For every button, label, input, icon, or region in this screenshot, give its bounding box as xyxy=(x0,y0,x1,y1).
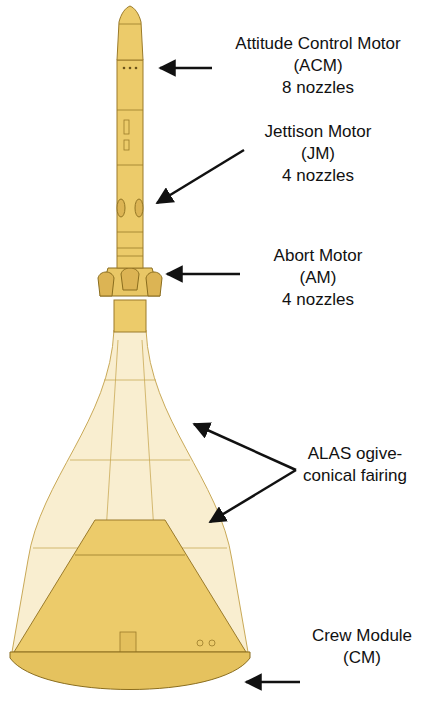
fairing xyxy=(12,330,248,652)
hatch xyxy=(120,632,136,652)
abort-nozzle xyxy=(98,272,114,296)
tower-body xyxy=(117,60,143,268)
part-abbrev: (AM) xyxy=(300,268,337,288)
leader-arrow xyxy=(160,67,212,70)
nozzle-count: 4 nozzles xyxy=(282,166,354,186)
part-abbrev: (ACM) xyxy=(293,56,342,76)
nozzle-count: 4 nozzles xyxy=(282,290,354,310)
nose-cone xyxy=(117,6,143,60)
window xyxy=(209,640,215,646)
acm-nozzle xyxy=(123,67,126,70)
nozzle-count: 8 nozzles xyxy=(282,78,354,98)
abort-nozzle xyxy=(121,268,139,290)
part-name: Jettison Motor xyxy=(265,122,372,142)
part-name: conical fairing xyxy=(303,466,407,486)
leader-arrow xyxy=(167,273,240,276)
acm-nozzle xyxy=(129,67,132,70)
crew-module-seam xyxy=(75,555,185,556)
leader-arrow xyxy=(246,681,300,684)
tower-port xyxy=(124,140,129,150)
abort-nozzle xyxy=(146,272,162,296)
jettison-nozzle xyxy=(117,199,125,217)
tower-adapter xyxy=(114,300,146,332)
tower-seam xyxy=(117,110,143,256)
leader-arrow xyxy=(210,470,296,522)
part-abbrev: (JM) xyxy=(301,144,335,164)
window xyxy=(197,640,203,646)
heat-shield xyxy=(10,652,250,690)
leader-arrow xyxy=(194,424,296,470)
part-name: Abort Motor xyxy=(274,246,363,266)
jettison-nozzle xyxy=(135,199,143,217)
part-name: ALAS ogive- xyxy=(308,444,403,464)
part-name: Crew Module xyxy=(312,626,412,646)
leader-arrow xyxy=(157,150,244,203)
acm-nozzle xyxy=(135,67,138,70)
fairing-seam xyxy=(105,340,155,548)
tower-port xyxy=(124,120,129,134)
crew-module-cone xyxy=(14,520,246,652)
part-abbrev: (CM) xyxy=(343,648,381,668)
part-name: Attitude Control Motor xyxy=(235,34,400,54)
nose-seam xyxy=(119,24,141,25)
